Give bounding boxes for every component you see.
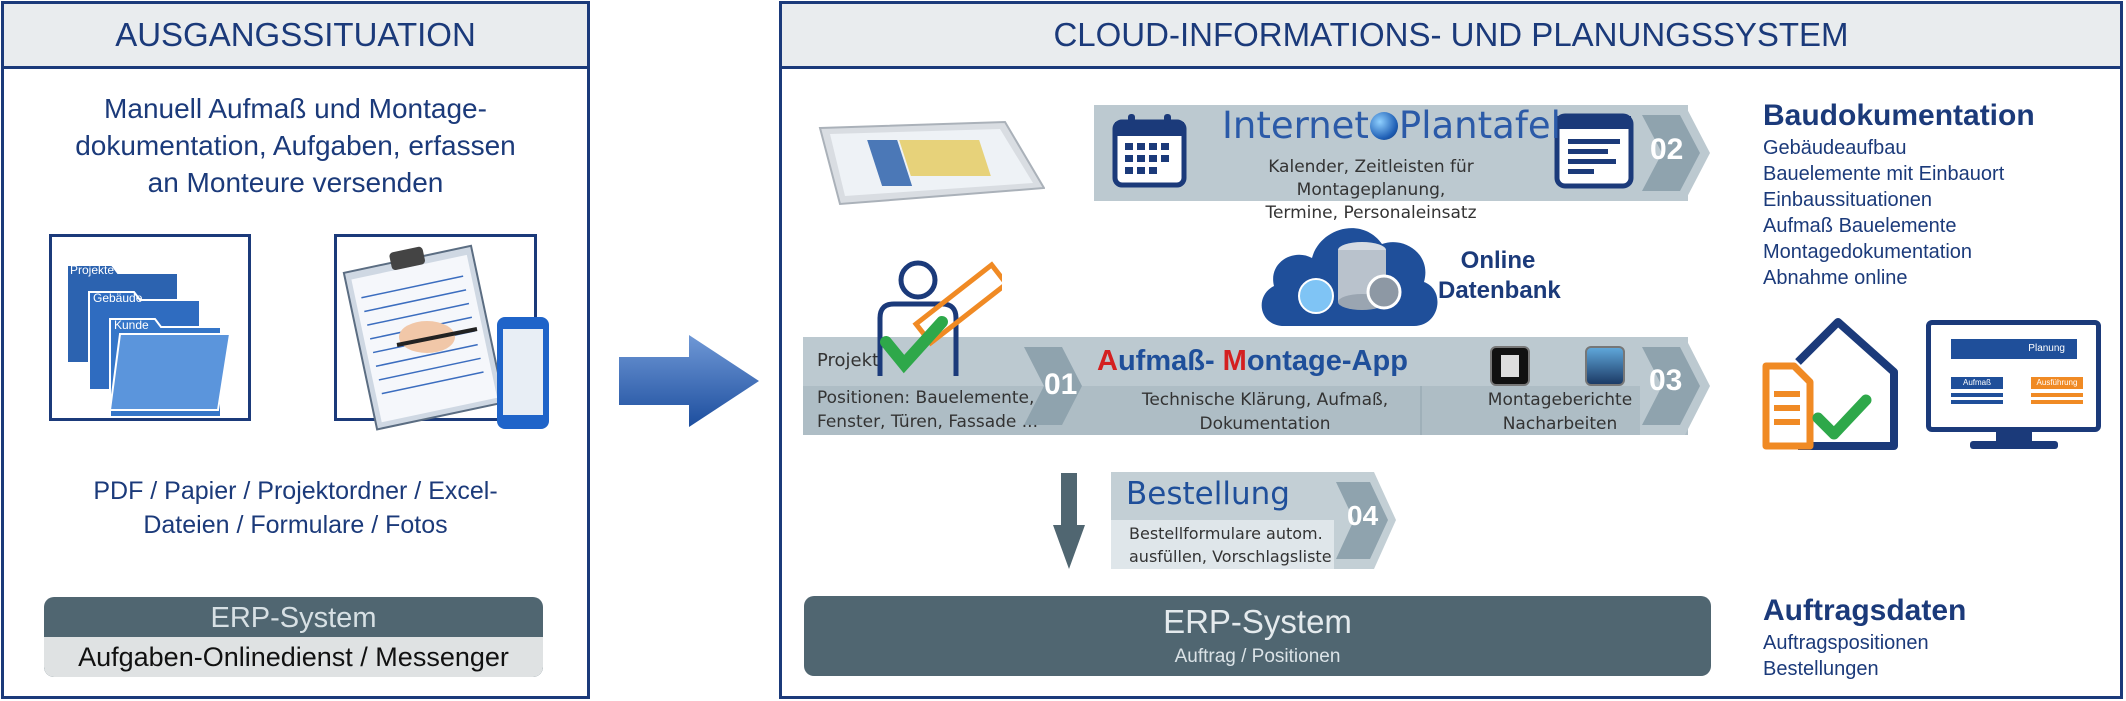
folder-label-projekte: Projekte [70, 263, 115, 277]
right-erp-subtitle: Auftrag / Positionen [1174, 646, 1341, 667]
plantafel-logo: Internet Plantafel [1222, 104, 1561, 147]
files-line-1: PDF / Papier / Projektordner / Excel- [93, 477, 498, 505]
baudoku-item: Montagedokumentation [1763, 241, 1973, 263]
baudoku-block: Baudokumentation Gebäudeaufbau Bauelemen… [1763, 97, 2035, 291]
auftrag-title: Auftragsdaten [1763, 594, 1967, 627]
bestellung-number: 04 [1347, 500, 1379, 531]
app-berichte: Montageberichte Nacharbeiten [1460, 388, 1660, 436]
bestellung-text-2: ausfüllen, Vorschlagsliste [1129, 547, 1332, 566]
baudoku-item: Abnahme online [1763, 267, 1908, 289]
bestellung-title: Bestellung [1126, 476, 1290, 512]
folders-image: Projekte Gebäude Kunde [49, 234, 251, 421]
files-line-2: Dateien / Formulare / Fotos [143, 511, 448, 539]
down-arrow-icon [1053, 473, 1085, 569]
app-positions-1: Positionen: Bauelemente, [817, 388, 1035, 408]
monitor-aufmass: Aufmaß [1951, 377, 2003, 389]
app-title-montage: ontage-App [1246, 345, 1408, 377]
person-check-icon [877, 260, 1002, 376]
app-divider [1420, 386, 1422, 435]
app-positions-2: Fenster, Türen, Fassade ... [817, 412, 1038, 432]
app-title-aufmass: ufmaß- [1117, 345, 1223, 377]
app-projekt-label: Projekt [817, 350, 880, 371]
folder-label-kunde: Kunde [114, 318, 149, 332]
auftrag-item: Auftragspositionen [1763, 632, 1929, 654]
cloud-database-icon [1261, 228, 1438, 326]
bestellung-band-top [1111, 472, 1356, 520]
right-panel-header: CLOUD-INFORMATIONS- UND PLANUNGSSYSTEM [782, 4, 2120, 69]
plantafel-logo-a: Internet [1222, 104, 1369, 147]
app-chevron-03 [1640, 337, 1710, 435]
clipboard-icon [342, 244, 549, 431]
intro-line-2: dokumentation, Aufgaben, erfassen [75, 130, 516, 161]
baudoku-item: Bauelemente mit Einbauort [1763, 163, 2005, 185]
app-band-lower [803, 386, 1688, 435]
right-erp-box: ERP-System Auftrag / Positionen [804, 596, 1711, 676]
globe-icon [1369, 112, 1398, 140]
tablet-icon [818, 120, 1045, 206]
cloud-label-1: Online [1460, 247, 1536, 274]
baudoku-item: Aufmaß Bauelemente [1763, 215, 1957, 237]
left-erp-title: ERP-System [210, 602, 377, 634]
cloud-label: Online Datenbank [1438, 246, 1561, 306]
monitor-stand [1996, 432, 2032, 441]
auftrag-block: Auftragsdaten Auftragspositionen Bestell… [1763, 592, 1966, 682]
app-tech-1: Technische Klärung, Aufmaß, [1141, 390, 1389, 410]
clipboard-image [334, 234, 549, 431]
plantafel-chevron [1640, 105, 1710, 201]
right-erp-title: ERP-System [1163, 603, 1352, 640]
folders-icon [66, 264, 232, 418]
house-document-icon [1762, 318, 1898, 450]
app-number-03: 03 [1649, 364, 1683, 397]
app-title-a: A [1097, 345, 1118, 377]
left-erp-box: ERP-System Aufgaben-Onlinedienst / Messe… [44, 597, 543, 677]
app-chevron-01 [1024, 347, 1082, 425]
bestellung-text-1: Bestellformulare autom. [1129, 524, 1323, 543]
plantafel-logo-b: Plantafel [1398, 104, 1561, 147]
monitor-icon: Planung Aufmaß Ausführung [1926, 320, 2101, 432]
intro-line-1: Manuell Aufmaß und Montage- [104, 93, 487, 124]
files-text: PDF / Papier / Projektordner / Excel- Da… [4, 474, 587, 542]
baudoku-item: Gebäudeaufbau [1763, 137, 1907, 159]
app-berichte-2: Nacharbeiten [1502, 414, 1618, 434]
bestellung-chevron [1334, 472, 1396, 569]
baudoku-title: Baudokumentation [1763, 99, 2035, 132]
cloud-label-2: Datenbank [1438, 277, 1561, 304]
app-positions: Positionen: Bauelemente, Fenster, Türen,… [817, 386, 1038, 434]
bestellung-text: Bestellformulare autom. ausfüllen, Vorsc… [1129, 522, 1332, 568]
monitor-ausfuehrung: Ausführung [2031, 377, 2083, 389]
window-icon [1554, 113, 1634, 189]
app-number-01: 01 [1044, 368, 1078, 401]
plantafel-text: Kalender, Zeitleisten für Montageplanung… [1196, 156, 1546, 225]
photo-app-icon [1585, 346, 1625, 386]
right-arrow-icon [619, 335, 759, 427]
app-title: Aufmaß- Montage-App [1097, 345, 1408, 378]
plantafel-text-1: Kalender, Zeitleisten für Montageplanung… [1268, 157, 1474, 200]
left-panel-header: AUSGANGSSITUATION [4, 4, 587, 69]
baudoku-item: Einbaussituationen [1763, 189, 1933, 211]
folder-label-gebaeude: Gebäude [93, 291, 143, 305]
notepad-icon [1490, 346, 1530, 386]
calendar-icon [1112, 114, 1187, 188]
app-tech-2: Dokumentation [1199, 414, 1331, 434]
app-tech-text: Technische Klärung, Aufmaß, Dokumentatio… [1120, 388, 1410, 436]
left-panel: AUSGANGSSITUATION Manuell Aufmaß und Mon… [1, 1, 590, 699]
app-title-m: M [1222, 345, 1247, 377]
intro-text: Manuell Aufmaß und Montage- dokumentatio… [4, 90, 587, 201]
auftrag-item: Bestellungen [1763, 658, 1879, 680]
monitor-planung: Planung [1951, 339, 2077, 359]
plantafel-text-2: Termine, Personaleinsatz [1265, 203, 1477, 223]
plantafel-number: 02 [1650, 133, 1684, 166]
app-berichte-1: Montageberichte [1487, 390, 1633, 410]
left-erp-subtitle: Aufgaben-Onlinedienst / Messenger [44, 637, 543, 677]
monitor-foot [1970, 441, 2058, 449]
intro-line-3: an Monteure versenden [147, 167, 444, 198]
